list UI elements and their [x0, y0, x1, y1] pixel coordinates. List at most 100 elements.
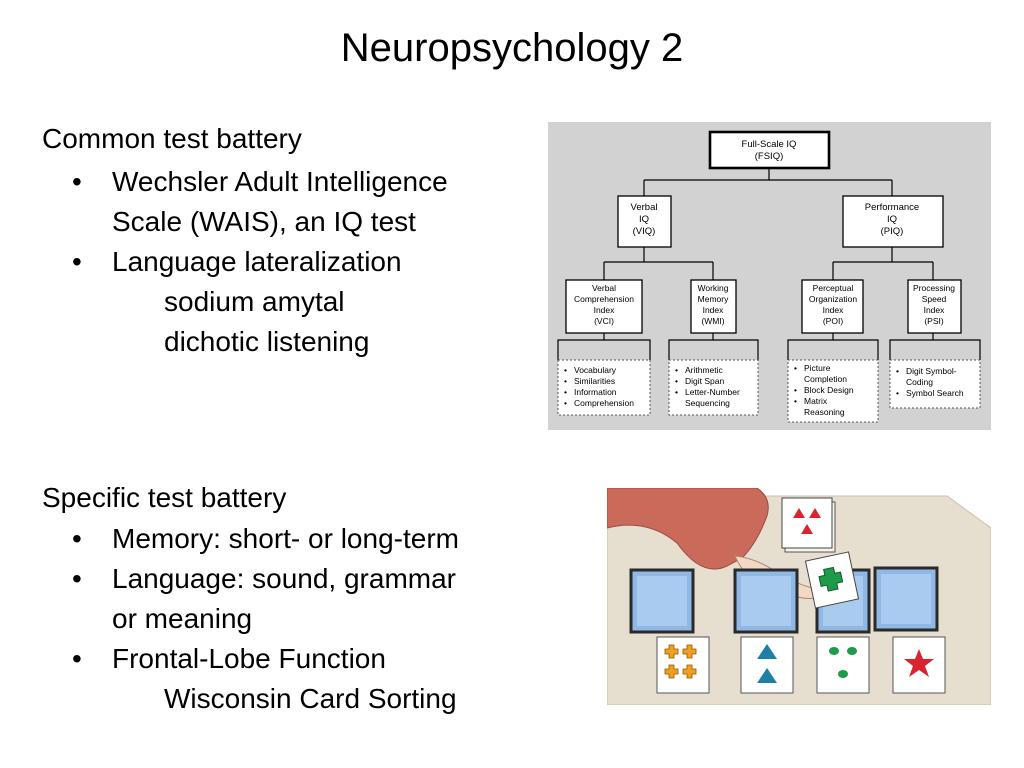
- bullet-dot: •: [72, 166, 82, 197]
- subtest-bullet: •: [564, 387, 567, 397]
- fsiq-box: [708, 130, 831, 170]
- subtest-bullet: •: [896, 388, 899, 398]
- bullet-text-line: Language: sound, grammar: [112, 563, 456, 594]
- psi-box: [907, 279, 962, 334]
- subtest-bullet: •: [564, 376, 567, 386]
- sub-item-wisconsin-card-sorting: Wisconsin Card Sorting: [164, 683, 457, 714]
- wais-structure-diagram: Full-Scale IQ (FSIQ) Verbal IQ (VIQ) Per…: [548, 122, 991, 430]
- bullet-text-line: Scale (WAIS), an IQ test: [112, 206, 416, 237]
- triangle-icon: [801, 524, 813, 534]
- triangle-icon: [809, 508, 821, 518]
- bullet-text-line: Frontal-Lobe Function: [112, 643, 386, 674]
- cross-icon: [818, 566, 844, 592]
- deck-card: [781, 497, 833, 549]
- piq-label-line: Performance: [865, 202, 919, 213]
- wmi-label-line: (WMI): [701, 316, 724, 326]
- cross-icon: [664, 664, 679, 679]
- piq-box: [842, 195, 944, 248]
- viq-box: [617, 195, 672, 248]
- bullet-text-line: Language lateralization: [112, 246, 402, 277]
- poi-label-line: Perceptual: [813, 283, 854, 293]
- bullet-dot: •: [72, 643, 82, 674]
- subtest-item: Similarities: [574, 376, 615, 386]
- circle-icon: [838, 670, 848, 678]
- cross-icon: [664, 644, 679, 659]
- vci-label-line: Index: [594, 305, 616, 315]
- subtest-item: Digit Span: [685, 376, 724, 386]
- subtest-bullet: •: [794, 363, 797, 373]
- subtest-item: Coding: [906, 377, 933, 387]
- fsiq-label-line: Full-Scale IQ: [742, 139, 797, 150]
- subtest-item: Arithmetic: [685, 365, 724, 375]
- subtest-item: Letter-Number: [685, 387, 740, 397]
- stimulus-tray: [733, 568, 799, 634]
- psi-label-line: (PSI): [924, 316, 944, 326]
- subtest-bullet: •: [564, 398, 567, 408]
- vci-label-line: (VCI): [594, 316, 614, 326]
- subtest-bullet: •: [675, 365, 678, 375]
- viq-label-line: (VIQ): [633, 226, 656, 237]
- common-battery-heading: Common test battery: [42, 123, 302, 154]
- triangle-icon: [757, 644, 777, 659]
- bullet-text-line: or meaning: [112, 603, 253, 634]
- held-card: [804, 551, 860, 609]
- wmi-label-line: Index: [703, 305, 725, 315]
- subtest-item: Symbol Search: [906, 388, 964, 398]
- frontal-lobe-bullet: • Frontal-Lobe Function Wisconsin Card S…: [72, 639, 459, 719]
- poi-label-line: (POI): [823, 316, 843, 326]
- subtest-bullet: •: [896, 366, 899, 376]
- triangle-icon: [793, 508, 805, 518]
- subtest-item: Vocabulary: [574, 365, 617, 375]
- subtest-item: Completion: [804, 374, 847, 384]
- wmi-label-line: Working: [697, 283, 728, 293]
- subtest-bullet: •: [794, 396, 797, 406]
- poi-subtests-box: [787, 359, 879, 423]
- psi-label-line: Processing: [913, 283, 955, 293]
- fsiq-label-line: (FSIQ): [755, 151, 784, 162]
- cross-icon: [682, 644, 697, 659]
- triangle-icon: [757, 668, 777, 683]
- stimulus-tray: [873, 566, 939, 632]
- subtest-bullet: •: [564, 365, 567, 375]
- sub-item-sodium-amytal: sodium amytal: [164, 286, 345, 317]
- vci-label-line: Comprehension: [574, 294, 634, 304]
- subtest-bullet: •: [675, 376, 678, 386]
- sub-item-dichotic-listening: dichotic listening: [164, 326, 370, 357]
- cross-icon: [682, 664, 697, 679]
- subtest-item: Information: [574, 387, 617, 397]
- key-card: [656, 636, 710, 694]
- bullet-text-line: Wechsler Adult Intelligence: [112, 166, 448, 197]
- sleeve-shape: [607, 488, 769, 570]
- viq-label-line: Verbal: [631, 202, 658, 213]
- circle-icon: [829, 647, 839, 655]
- wmi-box: [690, 279, 737, 334]
- vci-label-line: Verbal: [592, 283, 616, 293]
- subtest-item: Comprehension: [574, 398, 634, 408]
- specific-battery-list: • Memory: short- or long-term • Language…: [72, 519, 459, 719]
- subtest-item: Digit Symbol-: [906, 366, 957, 376]
- vci-subtests-box: [557, 359, 651, 416]
- psi-label-line: Index: [924, 305, 946, 315]
- circle-icon: [847, 647, 857, 655]
- wmi-label-line: Memory: [698, 294, 729, 304]
- vci-box: [565, 279, 643, 334]
- bullet-text-line: Memory: short- or long-term: [112, 523, 459, 554]
- poi-label-line: Index: [823, 305, 845, 315]
- viq-label-line: IQ: [639, 214, 649, 225]
- piq-label-line: IQ: [887, 214, 897, 225]
- language-bullet: • Language: sound, grammar or meaning: [72, 559, 459, 639]
- subtest-item: Sequencing: [685, 398, 730, 408]
- bullet-dot: •: [72, 523, 82, 554]
- bullet-dot: •: [72, 246, 82, 277]
- wmi-subtests-box: [668, 359, 759, 416]
- poi-box: [801, 279, 864, 334]
- wais-bullet: • Wechsler Adult Intelligence Scale (WAI…: [72, 162, 448, 242]
- subtest-bullet: •: [675, 387, 678, 397]
- poi-label-line: Organization: [809, 294, 857, 304]
- subtest-item: Picture: [804, 363, 831, 373]
- slide-title: Neuropsychology 2: [340, 26, 684, 70]
- bullet-dot: •: [72, 563, 82, 594]
- psi-label-line: Speed: [922, 294, 947, 304]
- key-card: [816, 636, 870, 694]
- lateralization-bullet: • Language lateralization sodium amytal …: [72, 242, 448, 362]
